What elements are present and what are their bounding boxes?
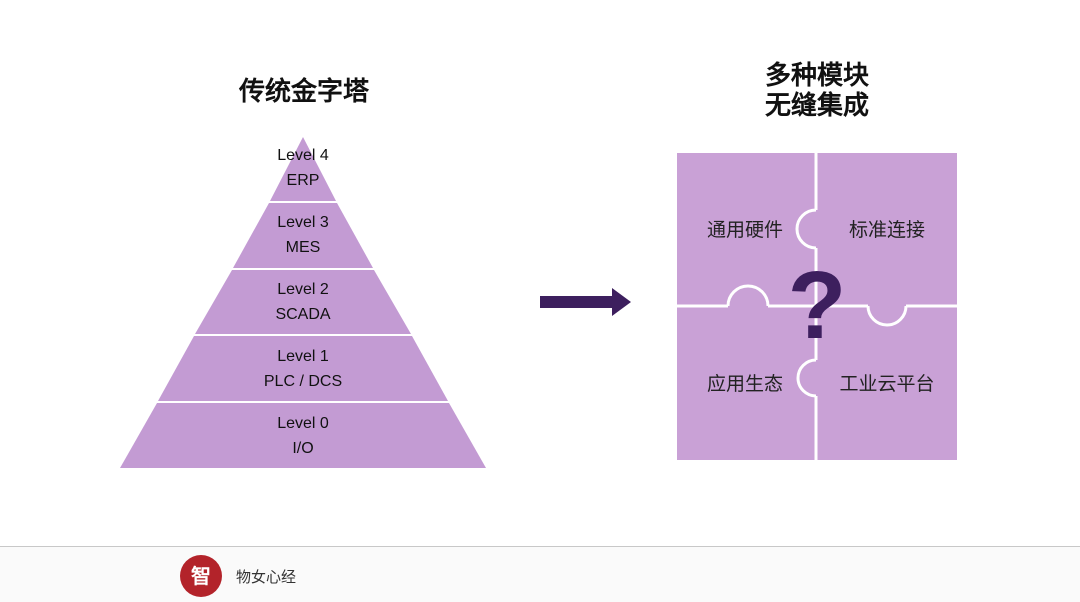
- modules-title-line2: 无缝集成: [764, 91, 869, 121]
- pyramid-level-4-band: [270, 137, 336, 201]
- pyramid-level-0-label: Level 0 I/O: [203, 411, 403, 461]
- level-name: I/O: [292, 440, 314, 457]
- pyramid-level-3-label: Level 3 MES: [203, 210, 403, 260]
- brand-name: 物女心经: [236, 568, 297, 586]
- pyramid-level-4-label: Level 4 ERP: [203, 143, 403, 193]
- footer-divider: [0, 546, 1080, 547]
- pyramid-title: 传统金字塔: [238, 77, 369, 107]
- pyramid-level-2-label: Level 2 SCADA: [203, 277, 403, 327]
- pyramid-level-1-label: Level 1 PLC / DCS: [203, 344, 403, 394]
- level-number: Level 0: [277, 415, 329, 432]
- puzzle-seams: [677, 153, 957, 460]
- level-number: Level 4: [277, 147, 329, 164]
- pyramid-level-1-band: [158, 336, 448, 401]
- puzzle-piece-cloud: 工业云平台: [839, 373, 935, 395]
- level-number: Level 3: [277, 214, 329, 231]
- level-name: SCADA: [275, 306, 331, 323]
- footer: [0, 547, 1080, 602]
- brand-logo: 智: [180, 555, 222, 597]
- modules-title: 多种模块 无缝集成: [717, 61, 917, 121]
- level-name: MES: [285, 239, 321, 256]
- pyramid-level-3-band: [233, 203, 373, 268]
- right-arrow-icon: [540, 288, 631, 316]
- level-name: ERP: [286, 172, 320, 189]
- level-number: Level 2: [277, 281, 329, 298]
- puzzle-piece-connection: 标准连接: [848, 219, 925, 241]
- modules-title-line1: 多种模块: [764, 61, 869, 91]
- level-name: PLC / DCS: [263, 373, 343, 390]
- pyramid-level-0-band: [120, 403, 486, 468]
- question-mark: ?: [788, 252, 847, 359]
- level-number: Level 1: [277, 348, 329, 365]
- puzzle-piece-hardware: 通用硬件: [706, 219, 783, 241]
- puzzle-piece-ecosystem: 应用生态: [706, 373, 783, 395]
- pyramid-level-2-band: [195, 270, 411, 334]
